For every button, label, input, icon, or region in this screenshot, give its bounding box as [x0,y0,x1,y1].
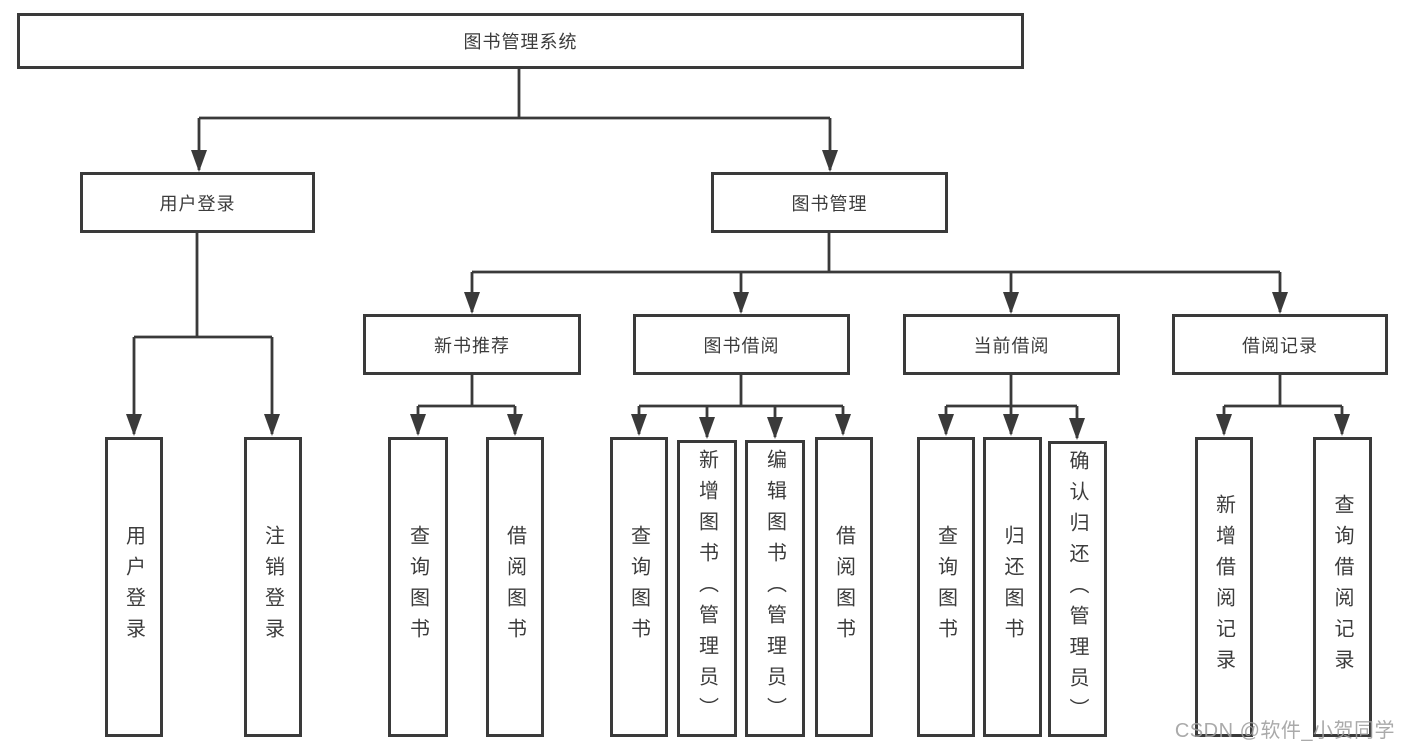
connector-borrow-records-children [1216,375,1350,436]
leaf-return-books: 归还图书 [983,437,1042,737]
node-current-borrow: 当前借阅 [903,314,1120,375]
connector-current-borrow-children [938,375,1085,440]
node-root-label: 图书管理系统 [463,32,578,52]
leaf-confirm-return-admin-label: 确认归还（管理员） [1066,449,1088,729]
leaf-add-borrow-record: 新增借阅记录 [1195,437,1253,737]
node-book-mgmt-label: 图书管理 [791,193,868,214]
node-borrow-records: 借阅记录 [1172,314,1388,375]
leaf-query-books-1-label: 查询图书 [406,525,429,649]
leaf-query-borrow-record-label: 查询借阅记录 [1331,494,1353,680]
node-new-books: 新书推荐 [363,314,581,375]
leaf-add-books-admin: 新增图书（管理员） [677,440,737,737]
leaf-user-login-label: 用户登录 [122,525,145,649]
leaf-edit-books-admin-label: 编辑图书（管理员） [763,449,786,728]
node-new-books-label: 新书推荐 [434,335,510,356]
leaf-user-login: 用户登录 [105,437,163,737]
leaf-query-books-1: 查询图书 [388,437,448,737]
leaf-add-books-admin-label: 新增图书（管理员） [695,449,718,728]
leaf-add-borrow-record-label: 新增借阅记录 [1212,494,1235,680]
node-borrow-records-label: 借阅记录 [1242,335,1318,356]
leaf-query-books-2-label: 查询图书 [627,525,650,649]
node-root: 图书管理系统 [17,13,1024,69]
connector-user-login-children [126,233,280,436]
leaf-query-books-3: 查询图书 [917,437,975,737]
node-book-mgmt: 图书管理 [711,172,948,233]
connector-book-mgmt-to-level3 [464,233,1288,314]
node-user-login-label: 用户登录 [159,193,236,214]
leaf-query-books-3-label: 查询图书 [934,525,957,649]
leaf-borrow-books-2: 借阅图书 [815,437,873,737]
leaf-borrow-books-1: 借阅图书 [486,437,544,737]
connector-new-books-children [410,375,523,436]
node-book-borrow-label: 图书借阅 [703,335,780,356]
leaf-logout: 注销登录 [244,437,302,737]
node-current-borrow-label: 当前借阅 [973,335,1050,356]
leaf-edit-books-admin: 编辑图书（管理员） [745,440,805,737]
leaf-borrow-books-2-label: 借阅图书 [832,525,855,649]
leaf-confirm-return-admin: 确认归还（管理员） [1048,441,1107,737]
leaf-query-books-2: 查询图书 [610,437,668,737]
leaf-return-books-label: 归还图书 [1001,525,1023,649]
leaf-logout-label: 注销登录 [261,525,284,649]
connector-book-borrow-children [631,375,851,439]
leaf-borrow-books-1-label: 借阅图书 [503,525,526,649]
node-user-login: 用户登录 [80,172,315,233]
node-book-borrow: 图书借阅 [633,314,850,375]
leaf-query-borrow-record: 查询借阅记录 [1313,437,1372,737]
watermark-text: CSDN @软件_小贺同学 [1174,720,1395,742]
connector-root-to-level2 [191,69,838,172]
